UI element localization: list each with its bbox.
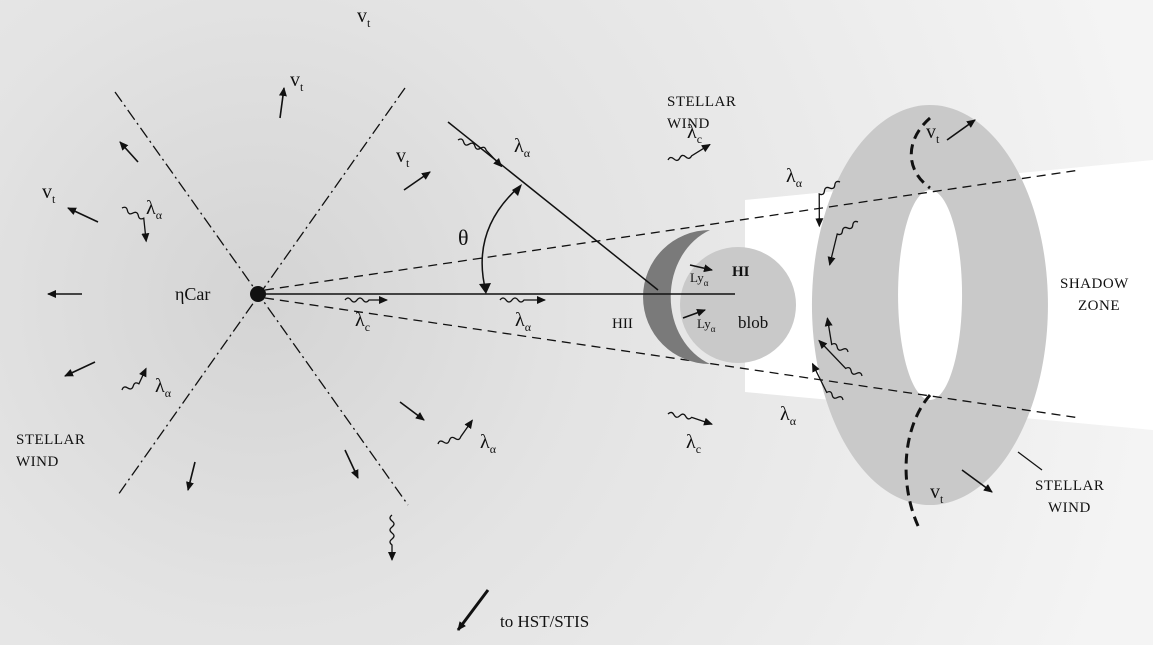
shadow-zone-label-1: SHADOW: [1060, 276, 1129, 292]
svg-text:vt: vt: [396, 145, 410, 170]
svg-text:vt: vt: [930, 481, 944, 506]
shadow-zone-label-2: ZONE: [1078, 298, 1120, 314]
svg-text:vt: vt: [357, 5, 371, 30]
eta-car-label: ηCar: [175, 284, 210, 304]
blob-label: blob: [738, 313, 768, 332]
torus-dashed-top: [909, 116, 931, 190]
svg-text:λc: λc: [355, 309, 370, 334]
lya-label-lower: Lyα: [697, 316, 716, 334]
svg-text:λα: λα: [146, 197, 163, 222]
svg-text:λα: λα: [155, 375, 172, 400]
theta-arc: [481, 185, 521, 293]
stellar-wind-right-1: STELLAR: [1035, 478, 1104, 494]
svg-text:λc: λc: [687, 121, 702, 146]
cone-line-upper: [264, 169, 1081, 291]
hi-label: HI: [732, 264, 750, 280]
svg-text:λα: λα: [514, 135, 531, 160]
vt-labels: vt vt vt vt vt vt: [42, 5, 944, 506]
blob-crescent: [643, 230, 710, 364]
svg-text:λα: λα: [786, 165, 803, 190]
stellar-wind-left-1: STELLAR: [16, 432, 85, 448]
velocity-arrows: [47, 87, 993, 493]
hst-label: to HST/STIS: [500, 612, 589, 631]
hst-arrow: [456, 589, 490, 631]
svg-text:vt: vt: [42, 181, 56, 206]
lya-label-upper: Lyα: [690, 270, 709, 288]
stellar-wind-right-2: WIND: [1048, 500, 1091, 516]
svg-text:λα: λα: [480, 431, 497, 456]
eta-car-star: [250, 286, 266, 302]
stellar-wind-left-2: WIND: [16, 454, 59, 470]
svg-text:λc: λc: [686, 431, 701, 456]
svg-text:vt: vt: [290, 69, 304, 94]
svg-text:λα: λα: [515, 309, 532, 334]
theta-label: θ: [458, 225, 469, 250]
stellar-wind-leader: [1017, 451, 1043, 471]
torus-ring: [811, 105, 1048, 531]
hii-label: HII: [612, 316, 633, 332]
theta-line: [447, 121, 659, 291]
stellar-wind-top-2: WIND: [667, 116, 710, 132]
photon-arrows: [121, 138, 863, 561]
stellar-wind-top-1: STELLAR: [667, 94, 736, 110]
svg-text:λα: λα: [780, 403, 797, 428]
svg-text:vt: vt: [926, 121, 940, 146]
blob: [643, 230, 796, 364]
cone-line-lower: [264, 297, 1081, 419]
torus-dashed-bottom: [904, 394, 932, 531]
lambda-labels: λα λc λα λα λc λα λα λα λα λc: [146, 121, 803, 456]
